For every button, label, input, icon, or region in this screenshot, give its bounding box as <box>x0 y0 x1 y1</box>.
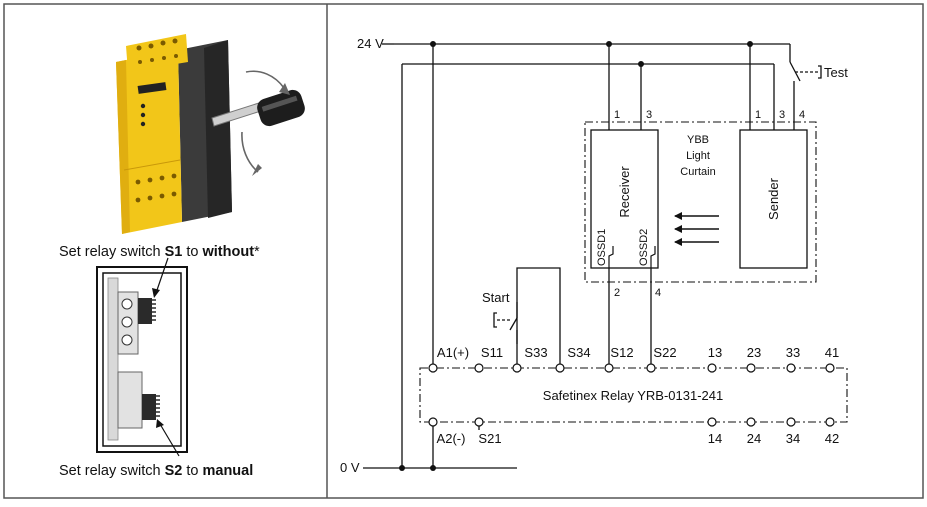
ossd2-label: OSSD2 <box>638 229 650 266</box>
svg-text:YBB: YBB <box>687 134 709 146</box>
svg-text:4: 4 <box>655 287 661 299</box>
svg-text:1: 1 <box>755 109 761 121</box>
terminal-41-label: 41 <box>825 345 839 360</box>
receiver-block: Receiver OSSD1 OSSD2 <box>590 129 659 269</box>
light-beam-arrows <box>675 215 719 243</box>
outer-border <box>3 3 924 499</box>
terminal-42-label: 42 <box>825 431 839 446</box>
receiver-label: Receiver <box>617 166 632 218</box>
terminal-s21-label: S21 <box>478 431 501 446</box>
terminal-a2-label: A2(-) <box>437 431 466 446</box>
pin-numbers: 1 3 1 3 4 2 4 <box>614 109 805 299</box>
safety-relay-label: Safetinex Relay YRB-0131-241 <box>543 388 723 403</box>
s2-caption: Set relay switch S2 to manual <box>59 463 253 479</box>
terminal-34-label: 34 <box>786 431 800 446</box>
terminal-33-label: 33 <box>786 345 800 360</box>
supply-24v-label: 24 V <box>357 36 384 51</box>
sender-label: Sender <box>766 177 781 220</box>
svg-text:2: 2 <box>614 287 620 299</box>
start-label: Start <box>482 290 510 305</box>
terminal-14-label: 14 <box>708 431 722 446</box>
svg-text:3: 3 <box>779 109 785 121</box>
relay-terminals <box>428 363 835 427</box>
relay-switch-detail-image <box>96 257 188 457</box>
terminal-13-label: 13 <box>708 345 722 360</box>
relay-terminal-labels: A1(+) S11 S33 S34 S12 S22 13 23 33 41 A2… <box>437 345 840 446</box>
ossd1-label: OSSD1 <box>596 229 608 266</box>
terminal-s22-label: S22 <box>653 345 676 360</box>
terminal-s11-label: S11 <box>481 345 503 360</box>
terminal-s33-label: S33 <box>524 345 547 360</box>
svg-text:1: 1 <box>614 109 620 121</box>
terminal-s12-label: S12 <box>610 345 633 360</box>
schematic-wires <box>363 43 822 469</box>
light-beam-arrowheads <box>674 212 682 246</box>
svg-text:Curtain: Curtain <box>680 166 715 178</box>
safety-relay-enclosure <box>419 367 848 423</box>
supply-0v-label: 0 V <box>340 460 360 475</box>
sender-block: Sender <box>739 129 808 269</box>
light-curtain-enclosure <box>584 121 817 283</box>
terminal-s34-label: S34 <box>567 345 590 360</box>
relay-product-image <box>116 34 305 234</box>
junction-dots <box>399 41 753 471</box>
terminal-23-label: 23 <box>747 345 761 360</box>
terminal-a1-label: A1(+) <box>437 345 469 360</box>
light-curtain-title: YBB Light Curtain <box>680 134 715 178</box>
svg-text:4: 4 <box>799 109 805 121</box>
svg-text:3: 3 <box>646 109 652 121</box>
s1-caption: Set relay switch S1 to without* <box>59 244 260 260</box>
svg-text:Light: Light <box>686 150 710 162</box>
terminal-24-label: 24 <box>747 431 761 446</box>
test-label: Test <box>824 65 848 80</box>
